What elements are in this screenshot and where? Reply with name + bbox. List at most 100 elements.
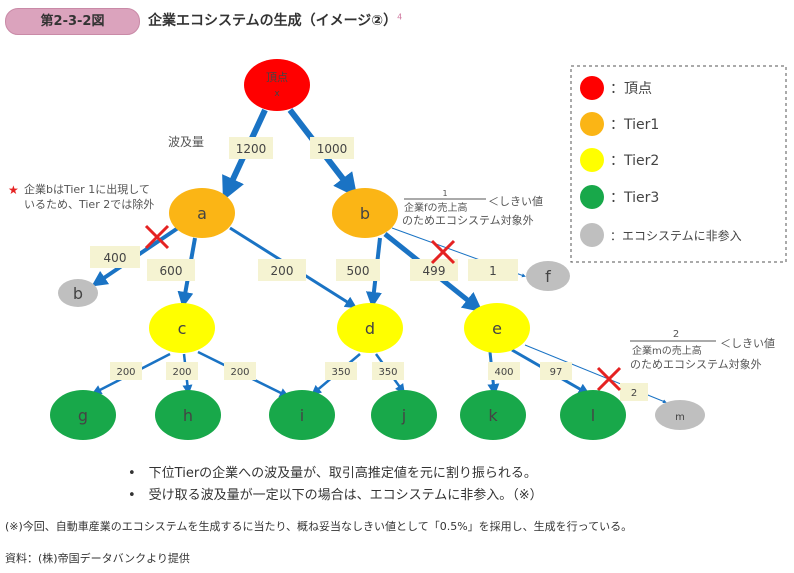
cross-icon (596, 366, 622, 392)
cross-icon (144, 224, 170, 250)
edge-label: 200 (116, 367, 135, 378)
footnote: (※)今回、自動車産業のエコシステムを生成するに当たり、概ね妥当なしきい値として… (5, 520, 633, 533)
star-icon: ★ (8, 183, 19, 197)
node-k (460, 390, 526, 440)
legend-swatch (580, 148, 604, 172)
note-m-line2: のためエコシステム対象外 (630, 357, 762, 371)
bullet-2: • 受け取る波及量が一定以下の場合は、エコシステムに非参入。（※） (128, 488, 543, 503)
node-label: b (360, 204, 370, 223)
node-c (149, 303, 215, 353)
legend-label: ：頂点 (610, 81, 652, 97)
bullet-text: 下位Tierの企業への波及量が、取引高推定値を元に割り振られる。 (148, 466, 537, 481)
legend-swatch (580, 76, 604, 100)
legend-label: ：Tier1 (610, 117, 659, 133)
edge-label-d-i: 350 (325, 362, 357, 380)
node-label: j (401, 406, 406, 425)
fraction-denominator: 企業fの売上高 (404, 201, 468, 214)
edge-label: 400 (104, 251, 127, 265)
edge-label: 400 (494, 367, 513, 378)
node-apex (244, 59, 310, 111)
edge-label-c-h: 200 (166, 362, 198, 380)
edge-label: 1200 (236, 142, 267, 156)
threshold-text: ＜しきい値 (720, 337, 775, 350)
node-l (560, 390, 626, 440)
note-f: 1 企業fの売上高 ＜しきい値 のためエコシステム対象外 (402, 189, 543, 227)
edge-label: 2 (631, 388, 637, 399)
node-label: m (675, 412, 685, 423)
edge-label: 200 (172, 367, 191, 378)
edge-label: 1000 (317, 142, 348, 156)
node-label: b (73, 284, 83, 303)
node-b (332, 188, 398, 238)
edge-label-b-d: 500 (336, 259, 380, 281)
bullet-1: • 下位Tierの企業への波及量が、取引高推定値を元に割り振られる。 (128, 466, 537, 481)
edge-label-b-f: 1 (468, 259, 518, 281)
node-label: a (197, 204, 207, 223)
legend-swatch (580, 112, 604, 136)
legend-swatch (580, 185, 604, 209)
legend: ：頂点 ：Tier1 ：Tier2 ：Tier3 ：エコシステムに非参入 (570, 65, 787, 263)
cross-icon (430, 239, 456, 265)
node-label: i (300, 406, 304, 425)
flow-label: 波及量 (168, 135, 204, 149)
node-b-excluded (58, 279, 98, 307)
edge-label: 1 (489, 264, 497, 278)
edge-label-l-m: 2 (620, 383, 648, 401)
node-label: f (545, 267, 551, 286)
fraction-numerator: 2 (673, 329, 679, 340)
fraction-numerator: 1 (442, 189, 447, 198)
edge-label: 97 (550, 367, 563, 378)
node-a (169, 188, 235, 238)
edge-label-b-e: 499 (410, 259, 458, 281)
node-f (526, 261, 570, 291)
node-i (269, 390, 335, 440)
source: 資料：(株)帝国データバンクより提供 (5, 552, 190, 565)
node-g (50, 390, 116, 440)
bullet-text: 受け取る波及量が一定以下の場合は、エコシステムに非参入。（※） (148, 488, 543, 503)
legend-label: ：Tier3 (610, 190, 659, 206)
figure-number: 第2-3-2図 (5, 8, 140, 35)
node-label: c (178, 319, 187, 338)
node-label: g (78, 406, 88, 425)
note-f-line2: のためエコシステム対象外 (402, 213, 534, 227)
excluded-cross-icons (144, 224, 622, 392)
edge-label-a-b: 400 (90, 246, 140, 268)
edge-label-x-b: 1000 (310, 137, 354, 159)
node-label: e (492, 319, 502, 338)
node-label: k (488, 406, 498, 425)
node-j (371, 390, 437, 440)
node-label: x (274, 89, 280, 99)
legend-swatch (580, 223, 604, 247)
footnote-ref: 4 (397, 12, 403, 22)
edge-label-a-c: 600 (147, 259, 195, 281)
edge-label-a-d: 200 (258, 259, 306, 281)
note-b: いるため、Tier 2では除外 (24, 197, 154, 211)
edge-label-c-g: 200 (110, 362, 142, 380)
edge-label-e-k: 400 (488, 362, 520, 380)
node-label: 頂点 (266, 71, 288, 84)
edges (91, 108, 667, 404)
edge-label: 200 (271, 264, 294, 278)
node-label: h (183, 406, 193, 425)
legend-label: ：エコシステムに非参入 (610, 228, 742, 243)
threshold-text: ＜しきい値 (488, 195, 543, 208)
node-e (464, 303, 530, 353)
legend-label: ：Tier2 (610, 153, 659, 169)
title-text: 企業エコシステムの生成（イメージ②） (148, 13, 398, 29)
edge-label-e-l: 97 (540, 362, 572, 380)
node-m (655, 400, 705, 430)
edge-label-d-j: 350 (372, 362, 404, 380)
node-label: d (365, 319, 375, 338)
node-label: l (591, 406, 595, 425)
note-b: 企業bはTier 1に出現して (24, 182, 150, 196)
note-m: 2 企業mの売上高 ＜しきい値 のためエコシステム対象外 (630, 329, 775, 371)
edge-label: 350 (331, 367, 350, 378)
edge-label: 499 (423, 264, 446, 278)
node-h (155, 390, 221, 440)
fraction-denominator: 企業mの売上高 (632, 344, 702, 357)
edge-label-c-i: 200 (224, 362, 256, 380)
edge-label: 200 (230, 367, 249, 378)
ecosystem-diagram: 1200 1000 400 600 200 500 499 1 200 200 … (8, 59, 787, 440)
edge-label: 600 (160, 264, 183, 278)
